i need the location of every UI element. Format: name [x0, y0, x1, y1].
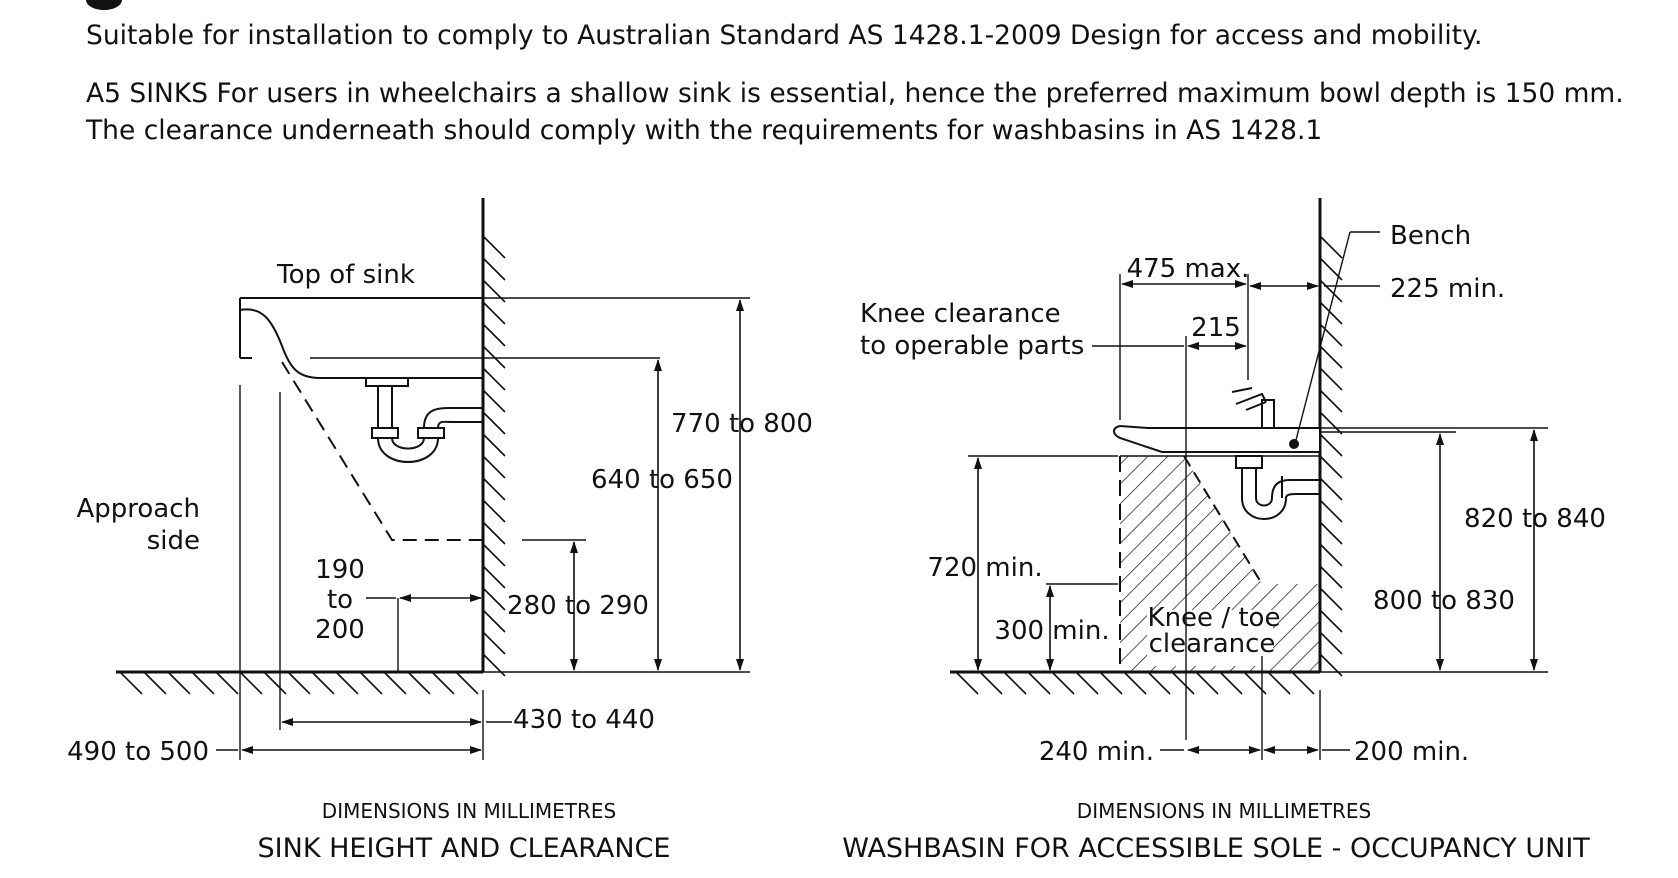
- label-225-min: 225 min.: [1390, 274, 1505, 304]
- label-to: to: [327, 585, 353, 615]
- label-475-max: 475 max.: [1127, 254, 1250, 284]
- label-clearance: clearance: [1149, 629, 1276, 659]
- caption-washbasin: WASHBASIN FOR ACCESSIBLE SOLE - OCCUPANC…: [842, 833, 1590, 864]
- intro-line-1: Suitable for installation to comply to A…: [86, 20, 1483, 51]
- washbasin-bench: [1113, 424, 1321, 453]
- left-wall-hatching: [482, 235, 506, 677]
- washbasin-trap: [1235, 455, 1320, 520]
- label-720-min: 720 min.: [927, 553, 1042, 583]
- label-800-830: 800 to 830: [1373, 586, 1515, 616]
- tap-fitting: [1231, 387, 1299, 449]
- label-240-min: 240 min.: [1039, 737, 1154, 767]
- label-490-500: 490 to 500: [67, 737, 209, 767]
- bench-leader: [1295, 231, 1351, 441]
- label-300-min: 300 min.: [994, 616, 1109, 646]
- caption-sink-height: SINK HEIGHT AND CLEARANCE: [258, 833, 671, 864]
- left-sink-diagram: [116, 198, 750, 760]
- label-215: 215: [1191, 313, 1241, 343]
- label-640-650: 640 to 650: [591, 465, 733, 495]
- header-bullet: [86, 0, 122, 10]
- caption-dimensions-left: DIMENSIONS IN MILLIMETRES: [322, 799, 616, 823]
- label-top-of-sink: Top of sink: [276, 260, 415, 290]
- approach-dashed-line: [281, 361, 483, 541]
- label-approach: Approach: [76, 494, 200, 524]
- right-washbasin-diagram: [950, 198, 1548, 760]
- label-770-800: 770 to 800: [671, 409, 813, 439]
- label-200: 200: [315, 615, 365, 645]
- label-knee-toe: Knee / toe: [1148, 603, 1281, 633]
- label-200-min: 200 min.: [1354, 737, 1469, 767]
- label-knee-clearance: Knee clearance: [860, 299, 1061, 329]
- intro-line-2: A5 SINKS For users in wheelchairs a shal…: [86, 78, 1624, 109]
- sink-trap: [365, 377, 483, 463]
- intro-line-3: The clearance underneath should comply w…: [86, 115, 1323, 146]
- right-floor-hatching: [955, 671, 1315, 695]
- left-floor-hatching: [119, 671, 479, 695]
- right-wall-hatching: [1319, 235, 1343, 677]
- label-side: side: [147, 526, 200, 556]
- right-diagram-labels: Bench 475 max. 225 min. Knee clearance t…: [842, 221, 1606, 864]
- left-diagram-labels: Top of sink Approach side 770 to 800 640…: [67, 260, 813, 864]
- caption-dimensions-right: DIMENSIONS IN MILLIMETRES: [1077, 799, 1371, 823]
- label-190: 190: [315, 555, 365, 585]
- sink-bowl: [239, 297, 660, 379]
- label-operable-parts: to operable parts: [860, 331, 1084, 361]
- basin-dashed-line: [1183, 455, 1263, 585]
- label-bench: Bench: [1390, 221, 1471, 251]
- label-280-290: 280 to 290: [507, 591, 649, 621]
- label-820-840: 820 to 840: [1464, 504, 1606, 534]
- label-430-440: 430 to 440: [513, 705, 655, 735]
